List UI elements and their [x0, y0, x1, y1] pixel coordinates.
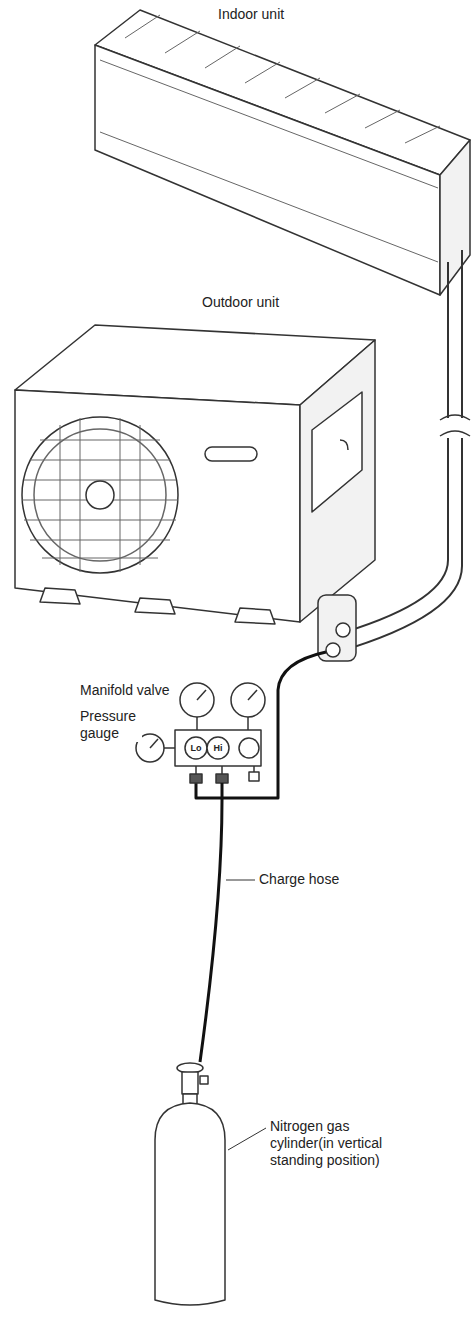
valve-label: Lo: [191, 743, 202, 753]
panel-mark: [340, 440, 348, 450]
indoor-unit-grille: [100, 15, 440, 262]
gauge-stem: [164, 747, 175, 749]
foot: [235, 608, 275, 624]
unit-label: Outdoor unit: [200, 294, 281, 311]
nitrogen-cylinder: [155, 1103, 225, 1305]
part-label: Pressure gauge: [78, 708, 142, 742]
service-hose: [196, 652, 326, 798]
pipe-break-mark: [440, 415, 470, 436]
valve-knob: [239, 738, 259, 758]
fan-grille: [22, 418, 178, 572]
valve-label: Hi: [214, 743, 223, 753]
lo-port: [190, 774, 202, 783]
unit-label: Indoor unit: [216, 6, 286, 23]
outdoor-unit-side: [300, 340, 375, 622]
foot: [135, 598, 175, 614]
side-panel: [312, 392, 362, 512]
leader-line: [228, 1128, 266, 1150]
high-gauge: [231, 683, 265, 717]
hi-port: [216, 774, 228, 783]
gauge-needle: [150, 739, 158, 748]
lo-valve: [185, 737, 207, 759]
port-stem: [221, 766, 223, 774]
spare-port: [249, 772, 259, 781]
manifold-body: [175, 730, 261, 766]
fan-hub: [86, 481, 114, 509]
charge-hose: [200, 783, 222, 1062]
indoor-unit-front: [95, 45, 440, 295]
gauge-needle: [248, 690, 257, 700]
gauge-needle: [197, 690, 206, 700]
part-label: Nitrogen gas cylinder(in vertical standi…: [268, 1118, 412, 1169]
valve-outlet: [200, 1076, 208, 1084]
port-stem: [195, 766, 197, 774]
service-valve: [336, 623, 350, 637]
outdoor-unit-front: [15, 390, 300, 622]
badge: [205, 447, 257, 461]
port-stem: [253, 766, 255, 772]
part-label: Manifold valve: [78, 682, 172, 699]
foot: [40, 588, 80, 604]
indoor-unit-end: [440, 140, 470, 295]
hi-valve: [207, 737, 229, 759]
part-label: Charge hose: [257, 871, 341, 888]
fan-guard: [22, 417, 178, 573]
fan-ring: [34, 429, 166, 561]
service-valve: [326, 643, 340, 657]
cylinder-valve: [182, 1072, 198, 1094]
leader-line: [226, 880, 255, 881]
low-gauge: [180, 683, 214, 717]
